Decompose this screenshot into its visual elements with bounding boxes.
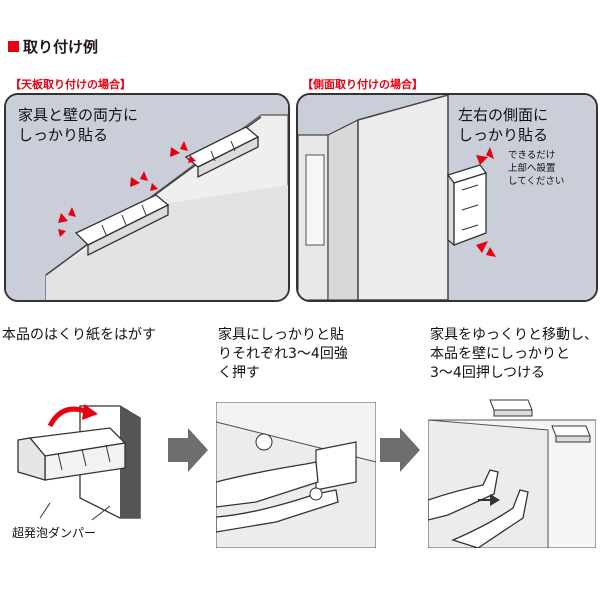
arrow-right-icon xyxy=(380,428,420,472)
top-left-panel: 家具と壁の両方に しっかり貼る xyxy=(4,93,290,302)
step-3-text: 家具をゆっくりと移動し、 本品を壁にしっかりと 3～4回押しつける xyxy=(430,326,600,383)
top-right-label: 【側面取り付けの場合】 xyxy=(302,76,423,92)
top-right-note: できるだけ 上部へ設置 してください xyxy=(508,149,564,188)
top-right-panel: 左右の側面に しっかり貼る できるだけ 上部へ設置 してください xyxy=(296,93,598,302)
side-mount-illustration xyxy=(298,95,596,300)
top-right-instruction: 左右の側面に しっかり貼る xyxy=(458,105,548,145)
step-3-illustration xyxy=(428,390,596,548)
red-square-icon xyxy=(8,41,19,52)
step-2-text: 家具にしっかりと貼 りそれぞれ3～4回強 く押す xyxy=(218,326,418,383)
step-1-illustration xyxy=(10,398,160,528)
top-left-instruction: 家具と壁の両方に しっかり貼る xyxy=(18,105,138,145)
step-2-illustration xyxy=(216,402,376,548)
top-left-label: 【天板取り付けの場合】 xyxy=(10,76,131,92)
damper-caption: 超発泡ダンパー xyxy=(12,524,96,541)
arrow-right-icon xyxy=(168,428,208,472)
step-1-text: 本品のはくり紙をはがす xyxy=(2,326,202,345)
side-bracket xyxy=(448,165,486,245)
section-title: 取り付け例 xyxy=(8,36,98,57)
